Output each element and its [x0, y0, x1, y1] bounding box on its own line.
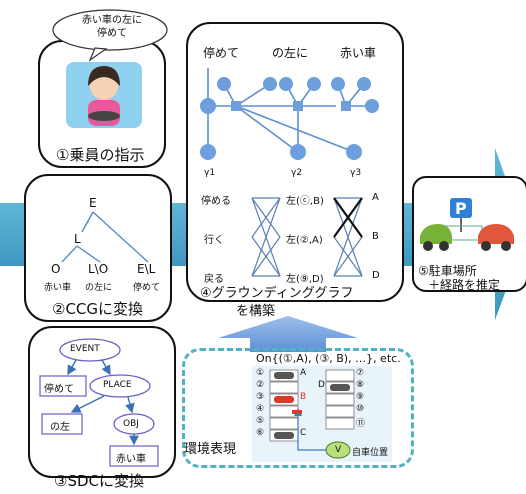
ccg-word-2: の左に [85, 283, 113, 293]
env-slot-d: D [318, 380, 325, 390]
ccg-mid: L [74, 232, 81, 246]
ccg-leaf-o: O [51, 262, 61, 276]
gg-word-3: 赤い車 [340, 46, 377, 60]
ccg-root: E [89, 196, 97, 210]
env-slot-a: A [300, 368, 307, 378]
env-right-num-8: ⑧ [356, 380, 365, 390]
gg-mid-3: 左(⑨,D) [286, 274, 324, 285]
env-self-text: 自車位置 [352, 448, 389, 458]
env-right-num-7: ⑦ [356, 368, 365, 378]
caption-1: ①乗員の指示 [56, 146, 145, 164]
driver-illustration [66, 62, 142, 128]
env-left-num-4: ④ [256, 404, 265, 414]
gg-right-3: D [372, 270, 380, 281]
env-title: On{(①,A), (③, B), …}, etc. [256, 352, 401, 365]
gg-right-1: A [372, 192, 379, 203]
env-left-num-2: ② [256, 380, 265, 390]
sdc-obj: OBJ [123, 419, 139, 429]
gg-gamma-3: γ3 [350, 168, 362, 178]
panel-grounding [186, 22, 404, 302]
sdc-word-event: 停めて [44, 384, 74, 395]
env-left-num-3: ③ [256, 392, 265, 402]
sdc-place: PLACE [103, 380, 132, 390]
speech-bubble [52, 9, 168, 62]
gg-mid-1: 左(ⓒ,B) [286, 196, 324, 207]
caption-5b: ＋経路を推定 [428, 278, 501, 292]
env-right-num-9: ⑨ [356, 392, 365, 402]
env-left-num-1: ① [256, 368, 265, 378]
gg-mid-2: 左(②,A) [286, 235, 323, 246]
env-right-num-11: ⑪ [356, 419, 366, 429]
grounding-graph [200, 68, 379, 277]
env-left-num-5: ⑤ [256, 416, 265, 426]
ccg-tree [61, 211, 149, 263]
gg-left-1: 停める [201, 196, 231, 207]
ccg-leaf-el: E\L [137, 262, 156, 276]
bubble-text: 赤い車の左に 停めて [82, 15, 142, 39]
caption-5a: ⑤駐車場所 [418, 264, 477, 278]
gg-gamma-2: γ2 [291, 168, 303, 178]
sdc-event: EVENT [70, 344, 100, 354]
gg-left-2: 行く [204, 235, 224, 246]
gg-word-1: 停めて [203, 46, 240, 60]
parking-sign: P [455, 199, 467, 218]
caption-2: ②CCGに変換 [52, 300, 144, 318]
gg-left-3: 戻る [204, 274, 224, 285]
sdc-word-place: の左 [50, 422, 70, 433]
env-caption: 環境表現 [184, 442, 237, 457]
env-slot-b: B [300, 392, 307, 402]
caption-4b: を構築 [236, 304, 276, 319]
caption-3: ③SDCに変換 [54, 472, 144, 490]
parking-illustration: P [420, 198, 514, 251]
env-self-label: V [335, 445, 342, 455]
caption-4a: ④グラウンディンググラフ [200, 286, 354, 301]
panel-environment [182, 348, 414, 468]
sdc-word-obj: 赤い車 [116, 454, 146, 465]
up-arrow [218, 316, 358, 352]
env-slot-c: C [300, 428, 307, 438]
ccg-word-1: 赤い車 [44, 283, 72, 293]
panel-ccg [24, 174, 172, 322]
env-right-num-10: ⑩ [356, 404, 365, 414]
parking-lot [252, 366, 392, 462]
sdc-diagram [39, 338, 159, 467]
gg-word-2: の左に [272, 46, 309, 60]
ccg-word-3: 停めて [133, 283, 161, 293]
gg-gamma-1: γ1 [204, 168, 216, 178]
gg-right-2: B [372, 231, 379, 242]
env-left-num-6: ⑥ [256, 428, 265, 438]
ccg-leaf-lo: L\O [88, 262, 109, 276]
